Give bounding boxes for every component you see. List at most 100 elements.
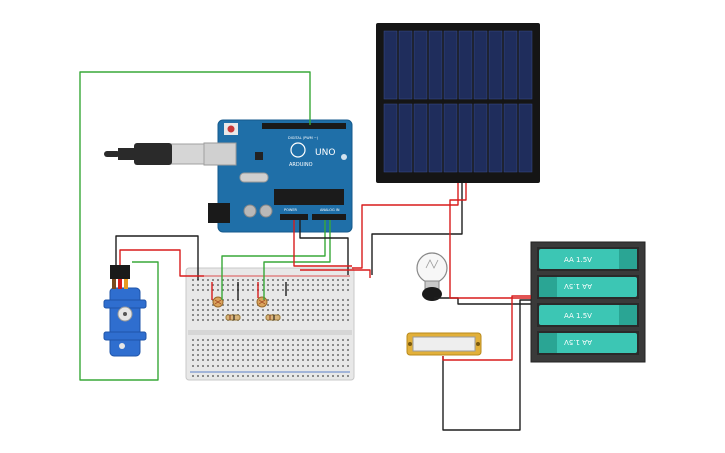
breadboard-hole [242,344,244,346]
breadboard-hole [197,289,199,291]
breadboard-hole [347,375,349,377]
breadboard-hole [247,344,249,346]
breadboard-hole [222,349,224,351]
breadboard-hole [282,375,284,377]
photoresistor-icon[interactable] [212,296,224,308]
breadboard-hole [297,314,299,316]
breadboard-hole [232,359,234,361]
breadboard-hole [312,304,314,306]
breadboard-hole [322,339,324,341]
breadboard-hole [287,349,289,351]
resistor-icon[interactable] [265,314,281,321]
breadboard-hole [292,299,294,301]
breadboard-hole [347,304,349,306]
breadboard-hole [317,289,319,291]
solar-cells [383,30,533,173]
breadboard-hole [312,289,314,291]
breadboard-hole [347,319,349,321]
breadboard-hole [327,365,329,367]
breadboard-hole [332,314,334,316]
arduino-uno-board[interactable]: ARDUINO UNO DIGITAL (PWM ~) POWER ANALOG… [203,119,353,233]
wire-black-servo-gnd [115,235,199,280]
breadboard-hole [257,359,259,361]
breadboard-hole [302,359,304,361]
servo-motor-icon[interactable] [103,265,147,357]
breadboard-hole [277,375,279,377]
breadboard-hole [207,289,209,291]
wire-red-arduino-5v [293,220,352,267]
breadboard-hole [232,309,234,311]
breadboard-hole [337,314,339,316]
breadboard-hole [262,284,264,286]
breadboard-hole [292,365,294,367]
breadboard-hole [247,289,249,291]
breadboard-hole [267,284,269,286]
photoresistor-icon[interactable] [256,296,268,308]
wire-red-bb-rail [211,282,259,300]
breadboard-hole [282,299,284,301]
battery-terminal [539,277,557,297]
battery-cell-label: AA 1.5V [564,256,592,264]
breadboard-hole [197,284,199,286]
breadboard-hole [307,319,309,321]
breadboard-hole [292,309,294,311]
breadboard-hole [252,309,254,311]
breadboard-hole [197,359,199,361]
breadboard-hole [347,339,349,341]
solar-cell [428,30,443,100]
breadboard-hole [197,299,199,301]
solar-panel[interactable] [376,23,540,183]
resistor-icon[interactable] [225,314,241,321]
breadboard-hole [267,375,269,377]
slide-potentiometer[interactable] [406,332,482,356]
battery-terminal [619,305,637,325]
breadboard-hole [212,359,214,361]
breadboard-hole [222,359,224,361]
usb-cable-icon [104,143,205,165]
breadboard-hole [227,339,229,341]
breadboard-hole [247,359,249,361]
breadboard-hole [307,284,309,286]
breadboard-hole [327,319,329,321]
board-model-label: UNO [315,148,335,158]
breadboard-hole [342,319,344,321]
breadboard-hole [307,339,309,341]
breadboard-hole [207,319,209,321]
breadboard-hole [267,354,269,356]
breadboard-hole [192,319,194,321]
solar-cell [398,30,413,100]
breadboard-hole [192,349,194,351]
breadboard-hole [282,314,284,316]
breadboard-hole [337,309,339,311]
breadboard-hole [242,309,244,311]
breadboard-hole [322,299,324,301]
breadboard-hole [297,375,299,377]
breadboard-hole [242,354,244,356]
breadboard-hole [222,344,224,346]
breadboard-hole [317,299,319,301]
breadboard-hole [227,344,229,346]
breadboard-hole [322,304,324,306]
solar-cell [503,30,518,100]
breadboard-hole [347,349,349,351]
breadboard-hole [317,304,319,306]
analog-header [312,214,346,220]
wire-black-pot [442,299,531,431]
light-bulb-icon[interactable] [416,252,448,301]
breadboard-hole [272,284,274,286]
breadboard-hole [247,309,249,311]
breadboard-hole [307,309,309,311]
breadboard[interactable] [185,267,355,381]
breadboard-hole [287,339,289,341]
solar-cell [518,30,533,100]
breadboard-hole [297,365,299,367]
breadboard-hole [192,375,194,377]
breadboard-hole [282,309,284,311]
breadboard-hole [342,344,344,346]
breadboard-hole [217,284,219,286]
breadboard-hole [272,344,274,346]
breadboard-hole [272,289,274,291]
breadboard-hole [297,309,299,311]
breadboard-hole [327,339,329,341]
